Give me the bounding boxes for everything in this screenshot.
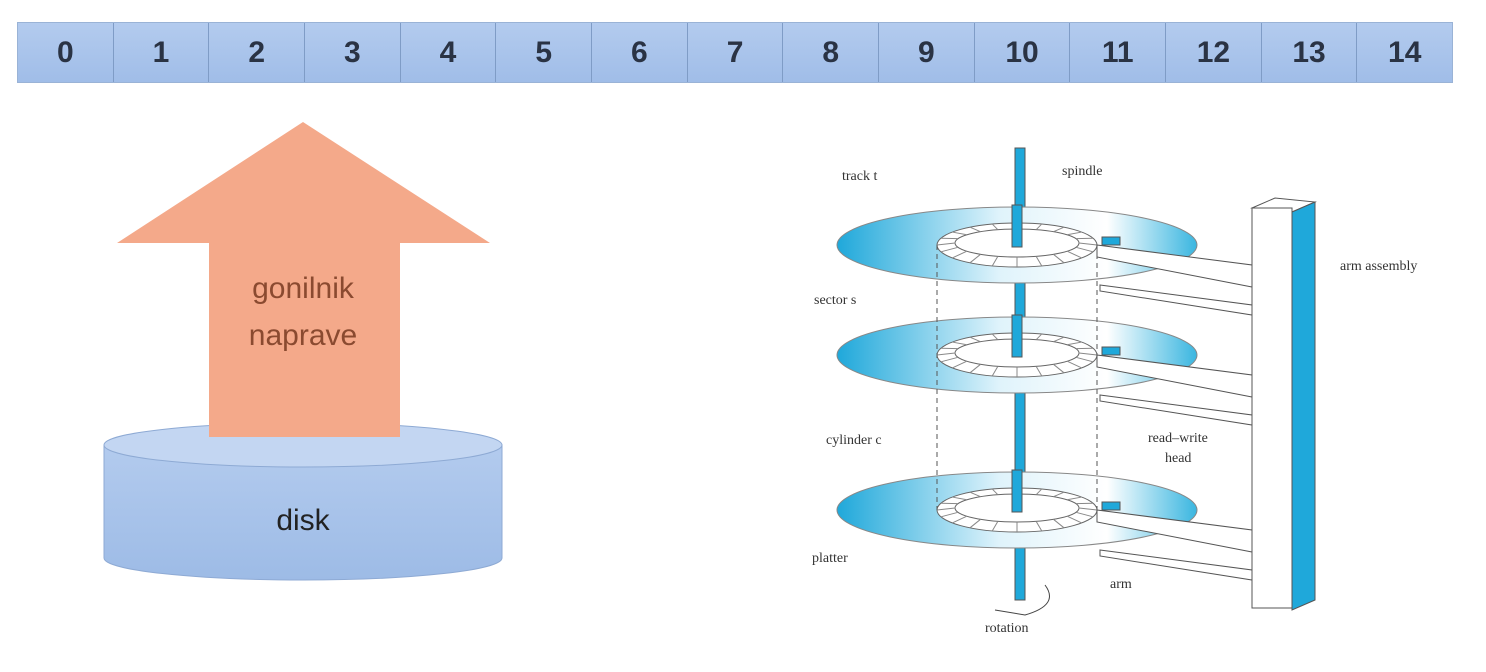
label-track: track t — [842, 169, 877, 184]
arm-assembly — [1250, 197, 1317, 611]
arrow-label-line2: naprave — [249, 319, 357, 352]
block-cell: 8 — [783, 23, 880, 82]
label-spindle: spindle — [1062, 164, 1102, 179]
read-write-head — [1101, 501, 1121, 511]
block-cell: 2 — [209, 23, 306, 82]
label-cylinder: cylinder c — [826, 433, 882, 448]
label-arm: arm — [1110, 577, 1132, 592]
label-arm-assembly: arm assembly — [1340, 259, 1417, 274]
read-write-head — [1101, 346, 1121, 356]
block-cell: 5 — [496, 23, 593, 82]
block-cell: 12 — [1166, 23, 1262, 82]
label-platter: platter — [812, 551, 848, 566]
up-arrow — [117, 122, 490, 437]
label-rotation: rotation — [985, 621, 1029, 636]
block-cell: 0 — [18, 23, 114, 82]
block-cell: 14 — [1388, 35, 1422, 69]
block-cell: 13 — [1262, 23, 1358, 82]
block-cell: 3 — [305, 23, 401, 82]
label-read-write-2: head — [1165, 451, 1191, 466]
label-sector: sector s — [814, 293, 856, 308]
block-cell: 1 — [114, 23, 210, 82]
block-cell: 7 — [688, 23, 784, 82]
disk-cylinder — [103, 422, 503, 581]
block-cell: 4 — [401, 23, 497, 82]
read-write-head — [1101, 236, 1121, 246]
block-cell: 11 — [1070, 23, 1167, 82]
hard-disk-diagram — [836, 147, 1253, 616]
block-cell: 6 — [592, 23, 688, 82]
disk-label: disk — [276, 504, 330, 537]
block-cell: 9 — [879, 23, 975, 82]
block-cell: 10 — [975, 23, 1071, 82]
label-read-write-1: read–write — [1148, 431, 1208, 446]
arrow-label-line1: gonilnik — [252, 272, 355, 305]
